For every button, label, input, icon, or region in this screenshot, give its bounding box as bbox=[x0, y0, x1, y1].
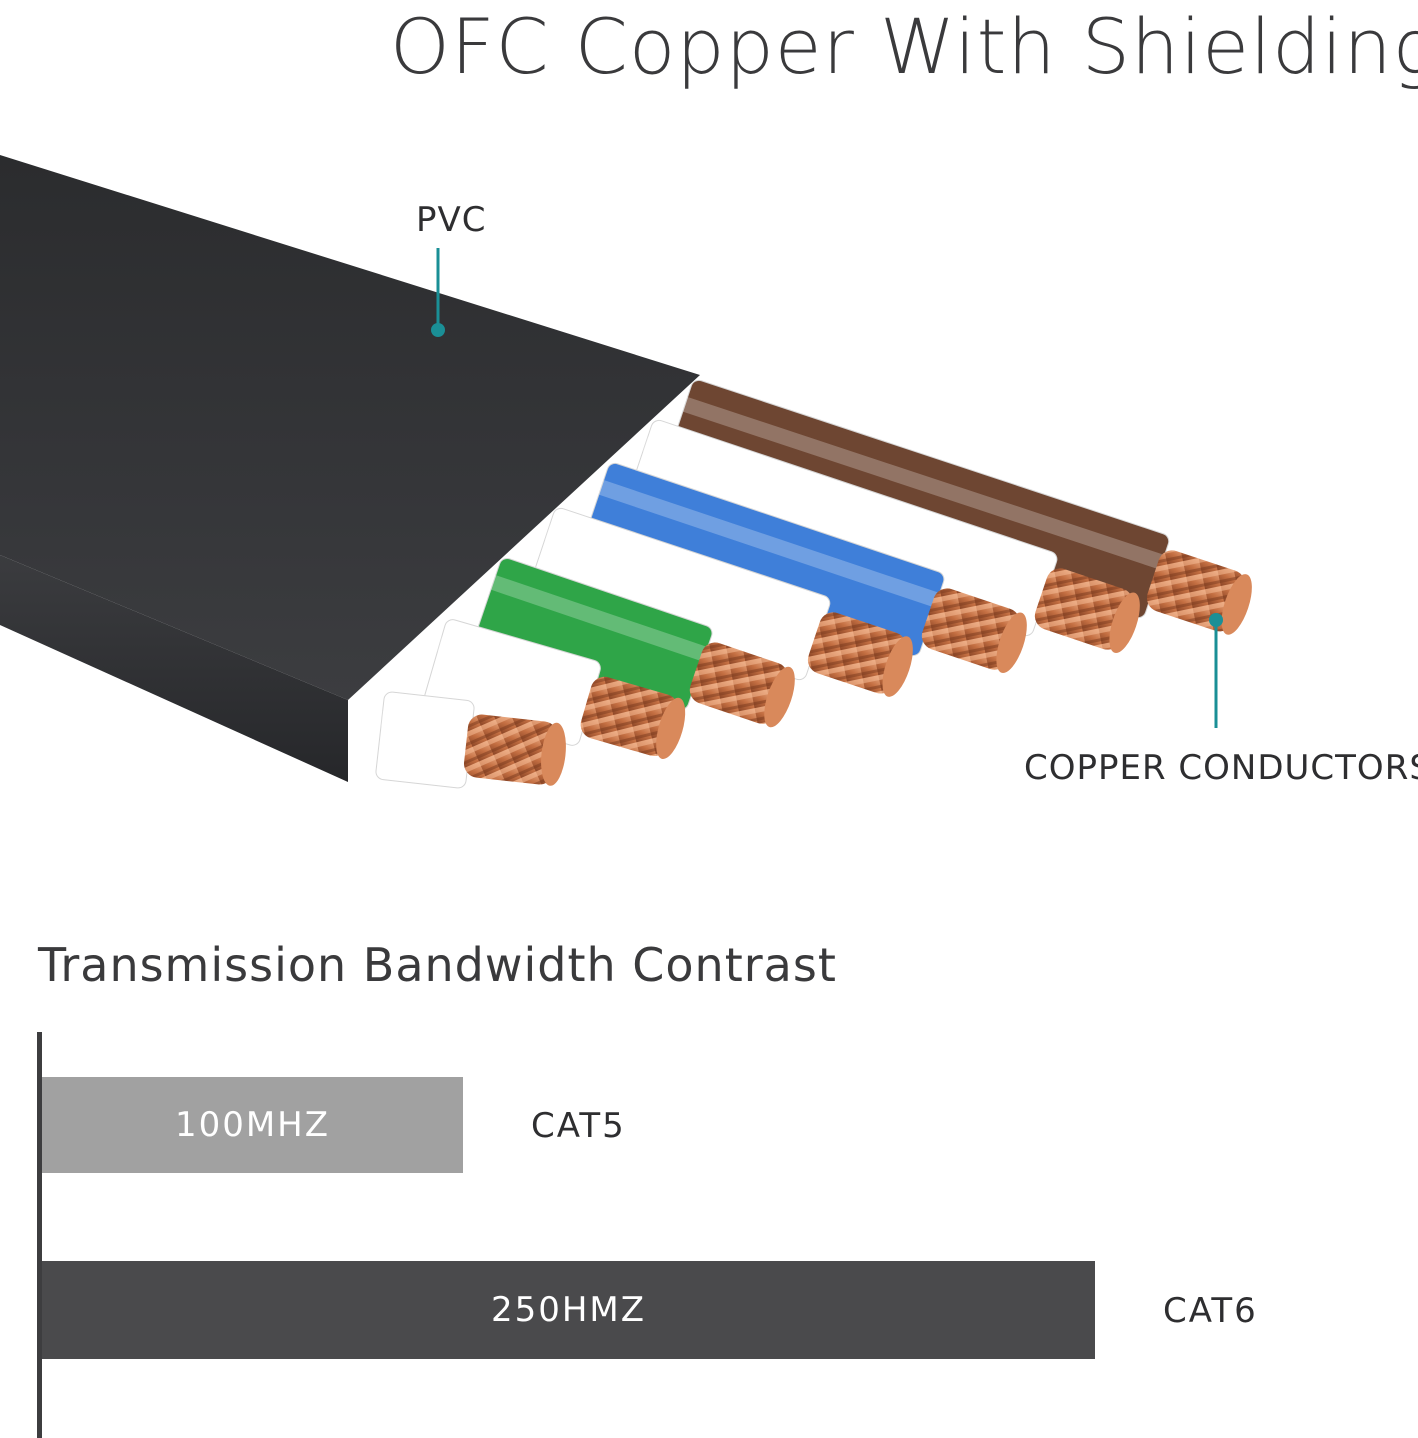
page-title: OFC Copper With Shielding bbox=[390, 2, 1418, 91]
wire-white-4 bbox=[627, 419, 1140, 654]
wire-white-4-copper-conductor bbox=[1034, 568, 1133, 650]
pvc-label: PVC bbox=[416, 200, 487, 240]
bar-cat6: 250HMZ bbox=[42, 1261, 1095, 1359]
cable-illustration bbox=[0, 155, 1252, 789]
wire-white-2-conductor-tip bbox=[656, 697, 686, 760]
wire-white-1-highlight bbox=[380, 710, 473, 737]
wire-white-2-highlight bbox=[437, 636, 597, 697]
wire-blue-conductor-tip bbox=[996, 612, 1027, 674]
wire-green-conductor-tip bbox=[764, 666, 795, 728]
copper-conductors-label: COPPER CONDUCTORS bbox=[1024, 748, 1418, 788]
bar-cat6-category-label: CAT6 bbox=[1163, 1291, 1258, 1331]
copper-callout-dot bbox=[1209, 613, 1223, 627]
wire-white-1 bbox=[375, 691, 566, 789]
wire-white-1-copper-conductor bbox=[463, 714, 558, 785]
bar-cat5: 100MHZ bbox=[42, 1077, 463, 1173]
wire-white-3-conductor-tip bbox=[882, 636, 913, 697]
chart-axis bbox=[37, 1032, 42, 1438]
pvc-jacket bbox=[0, 155, 700, 700]
wire-white-2-copper-conductor bbox=[580, 676, 679, 757]
chart-title: Transmission Bandwidth Contrast bbox=[38, 938, 837, 992]
bar-cat6-value-label: 250HMZ bbox=[490, 1290, 647, 1330]
wire-brown-highlight bbox=[682, 397, 1165, 570]
wire-blue bbox=[583, 462, 1027, 674]
wire-white-3-copper-conductor bbox=[807, 612, 906, 694]
wire-blue-copper-conductor bbox=[921, 588, 1020, 670]
bar-cat5-category-label: CAT5 bbox=[531, 1106, 626, 1146]
bar-cat5-value-label: 100MHZ bbox=[174, 1105, 331, 1145]
wire-white-1-insulation bbox=[375, 691, 475, 789]
pvc-callout-dot bbox=[431, 323, 445, 337]
wire-white-3-highlight bbox=[544, 525, 826, 632]
wire-brown-conductor-tip bbox=[1221, 574, 1252, 635]
wire-white-1-conductor-tip bbox=[541, 722, 566, 786]
wire-blue-highlight bbox=[598, 480, 940, 608]
wire-green-copper-conductor bbox=[689, 642, 788, 724]
wire-white-3 bbox=[529, 507, 913, 697]
wire-brown-copper-conductor bbox=[1146, 550, 1245, 632]
wire-group bbox=[375, 379, 1252, 789]
wire-green bbox=[475, 557, 795, 728]
wire-green-highlight bbox=[490, 575, 708, 662]
wire-white-4-highlight bbox=[642, 437, 1053, 588]
pvc-jacket-side bbox=[0, 555, 348, 782]
wire-white-4-conductor-tip bbox=[1109, 592, 1140, 654]
